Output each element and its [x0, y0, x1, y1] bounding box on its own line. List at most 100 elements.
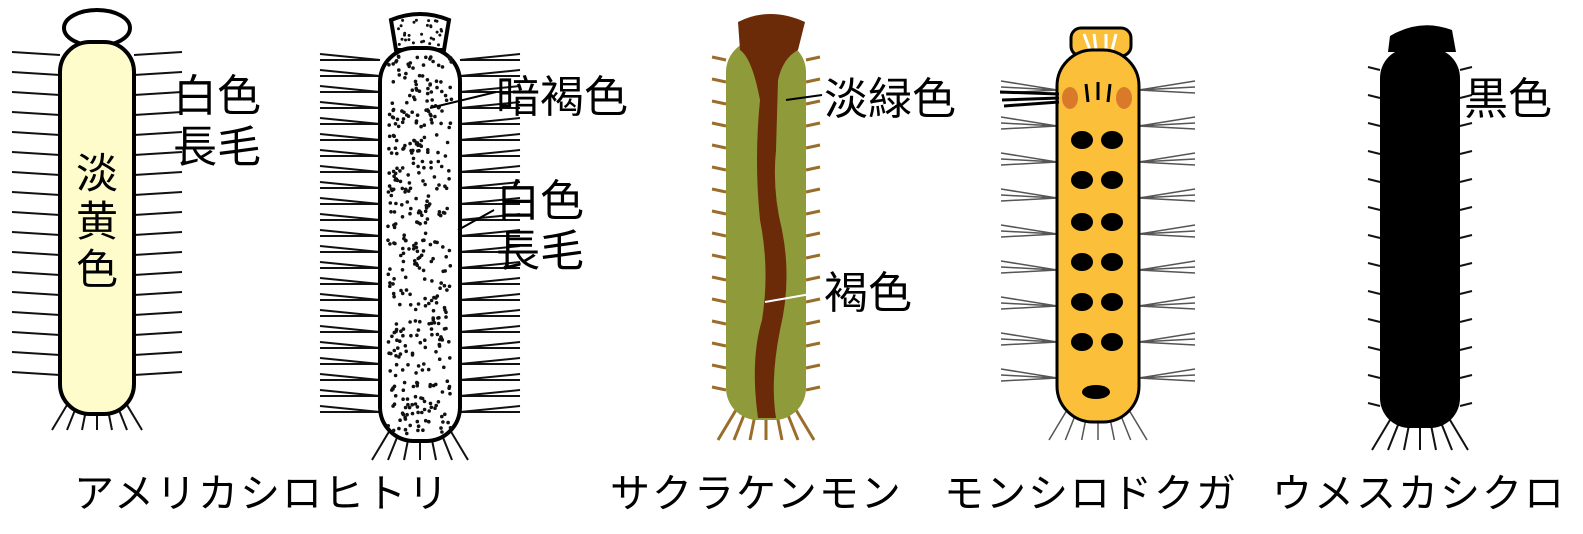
hair-stroke: [1459, 206, 1473, 211]
dot: [439, 281, 444, 285]
dot: [431, 256, 435, 261]
hair-stroke: [11, 291, 61, 296]
dot: [449, 60, 454, 64]
dot: [403, 427, 408, 432]
dot: [401, 397, 405, 402]
dot: [387, 146, 391, 151]
hair-stroke: [1138, 194, 1196, 199]
dot: [416, 302, 421, 306]
dot: [387, 112, 392, 117]
dot: [433, 114, 437, 119]
dot: [447, 340, 451, 344]
dot: [392, 277, 396, 281]
dot: [392, 384, 397, 389]
dot: [403, 187, 408, 192]
hair-stroke: [11, 271, 61, 276]
dot: [426, 150, 430, 154]
dot: [390, 334, 394, 339]
dot: [440, 390, 445, 394]
hair-stroke: [1459, 234, 1473, 239]
dot: [403, 405, 408, 410]
dot: [430, 98, 435, 102]
dot: [408, 423, 413, 428]
hair-stroke: [794, 409, 816, 441]
dot: [447, 248, 452, 253]
dot: [402, 236, 406, 241]
dot: [444, 326, 448, 331]
dot: [416, 424, 421, 429]
hair-stroke: [1000, 341, 1058, 346]
dot: [414, 371, 418, 375]
dot: [398, 169, 402, 173]
dot: [440, 29, 444, 33]
dot: [416, 364, 421, 368]
species-name-4: モンシロドクガ: [944, 471, 1238, 517]
dot: [406, 402, 410, 407]
hair-stroke: [716, 409, 738, 441]
dot: [428, 242, 433, 247]
hair-stroke: [1367, 206, 1381, 211]
hair-stroke: [1138, 122, 1196, 127]
dot: [402, 380, 407, 385]
dot: [429, 117, 434, 122]
dot: [393, 394, 398, 398]
dot: [398, 352, 403, 356]
dot: [422, 407, 427, 412]
dot: [413, 394, 418, 399]
label-dark-brown: 暗褐色: [496, 72, 628, 123]
hair-stroke: [1000, 161, 1058, 166]
hair-stroke: [1459, 262, 1473, 267]
dot: [411, 156, 416, 161]
dot: [395, 338, 399, 343]
caterpillar-2-dots: [386, 18, 454, 436]
dot: [393, 122, 398, 126]
dot: [420, 159, 425, 164]
hair-stroke: [1459, 122, 1473, 127]
dot: [439, 80, 443, 84]
hair-stroke: [711, 297, 727, 304]
dot: [394, 177, 399, 181]
dot: [439, 426, 443, 430]
hair-stroke: [1138, 260, 1196, 271]
black-spot: [1101, 171, 1123, 189]
dot: [436, 400, 441, 404]
dot: [423, 296, 427, 301]
dot: [415, 333, 419, 338]
dot: [431, 383, 436, 388]
dot: [411, 384, 416, 389]
dot: [387, 134, 392, 139]
dot: [428, 42, 432, 46]
dot: [448, 121, 453, 125]
dot: [419, 396, 423, 400]
dot: [425, 217, 430, 221]
dot: [425, 99, 429, 103]
dot: [413, 139, 417, 143]
dot: [391, 428, 396, 433]
hair-stroke: [1138, 161, 1196, 166]
dot: [413, 97, 417, 102]
dot: [402, 110, 406, 115]
dot: [447, 125, 452, 130]
dot: [427, 301, 431, 306]
dot: [444, 186, 449, 191]
dot: [417, 171, 421, 175]
dot: [414, 86, 419, 91]
dot: [394, 60, 398, 64]
dot: [419, 124, 423, 129]
dot: [425, 199, 429, 203]
caterpillar-2-dotted: [319, 12, 521, 461]
caterpillar-4-spotted: [999, 26, 1196, 441]
black-spot: [1101, 293, 1123, 311]
dot: [406, 173, 411, 177]
leader-dark-color: [429, 91, 497, 109]
dot: [405, 431, 409, 436]
dot: [414, 82, 419, 87]
hair-stroke: [133, 131, 183, 136]
dot: [425, 23, 429, 27]
dot: [440, 109, 444, 113]
dot: [401, 147, 405, 151]
black-spot: [1071, 171, 1093, 189]
dot: [388, 284, 392, 289]
dot: [422, 39, 426, 43]
dot: [430, 279, 434, 283]
